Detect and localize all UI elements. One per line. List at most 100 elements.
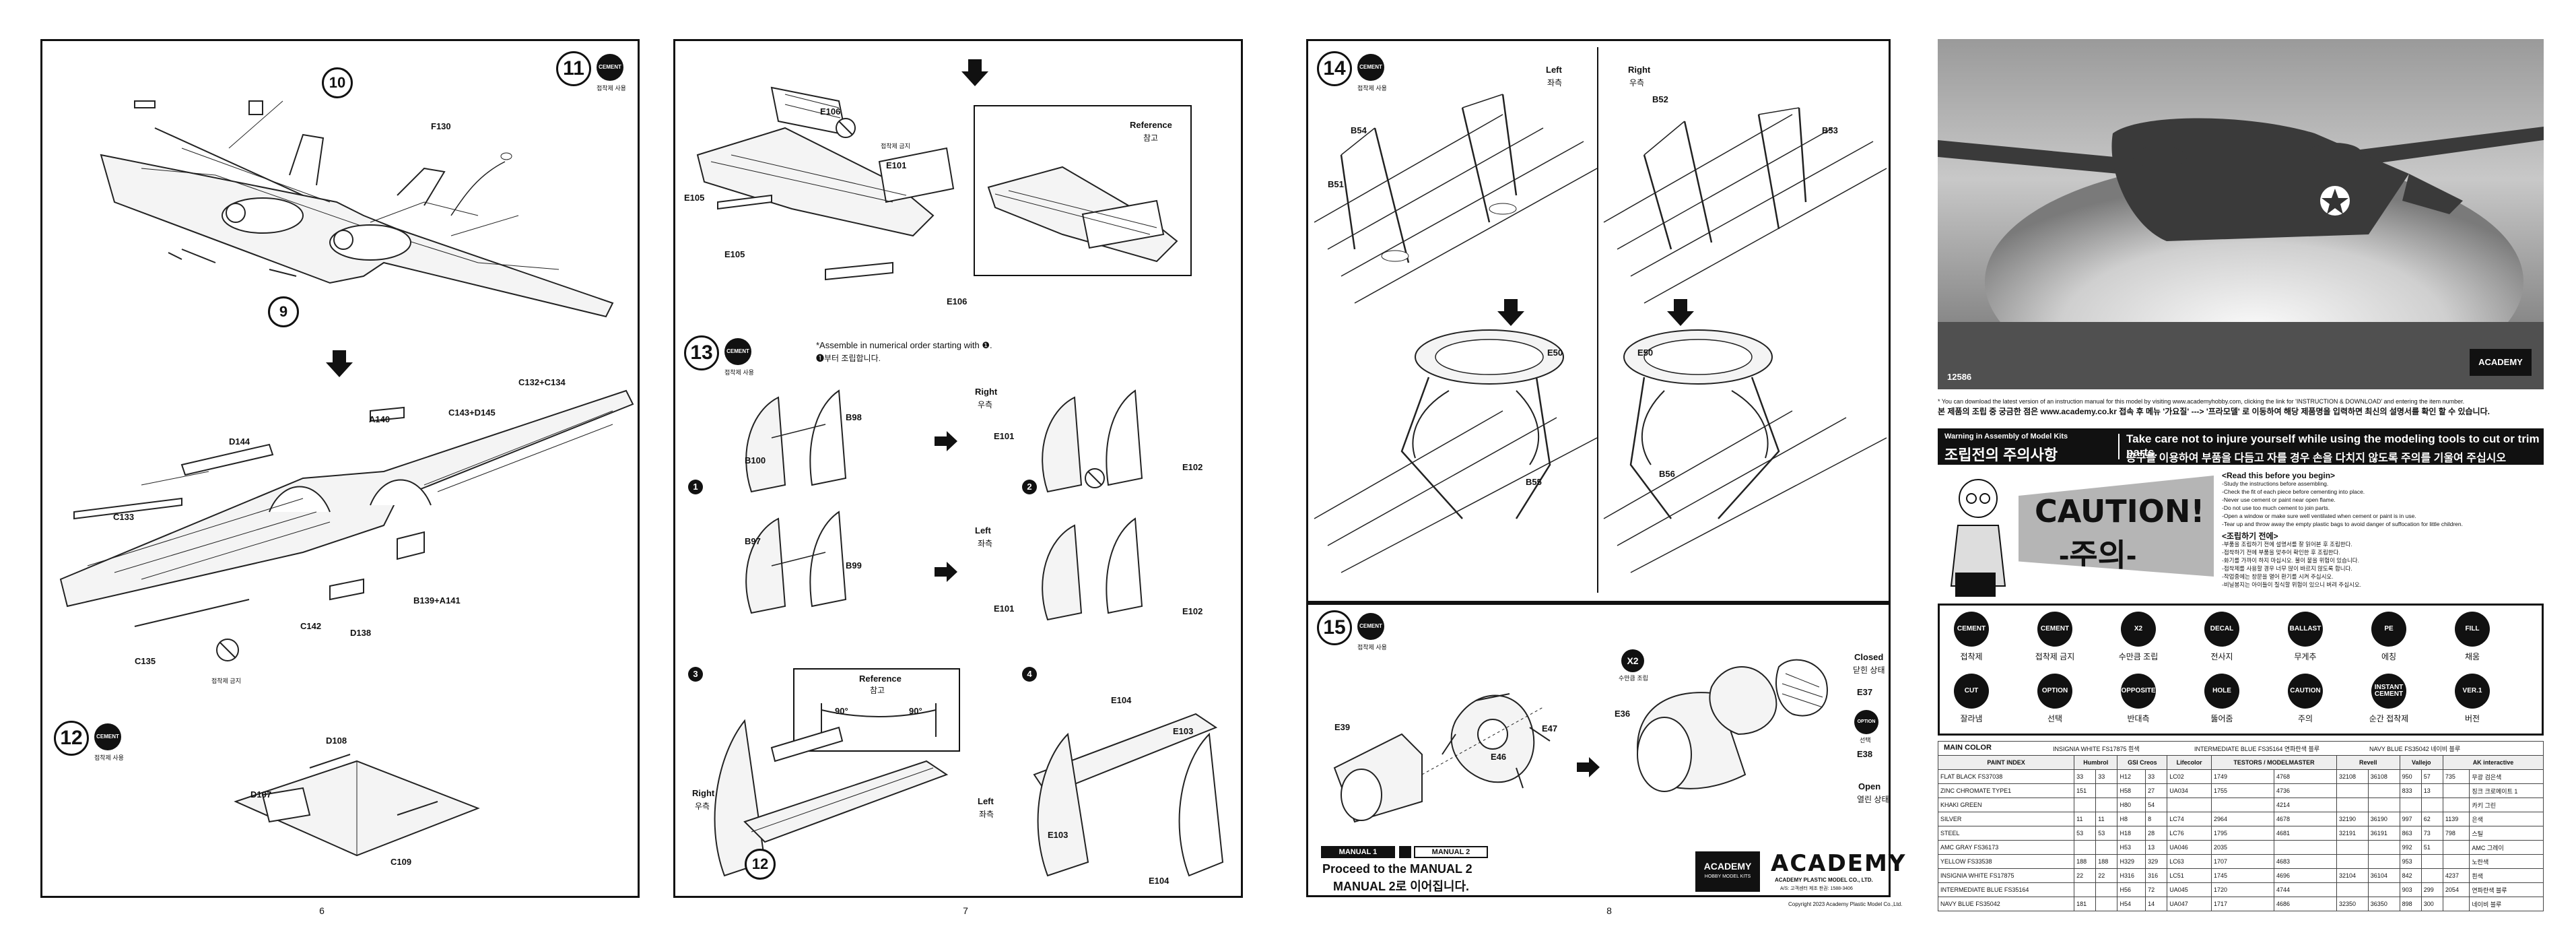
tail-plane-drawing <box>714 719 949 877</box>
cement-label: 접착제 사용 <box>724 369 754 376</box>
paint-code-cell <box>2420 798 2443 812</box>
paint-code-cell: 1720 <box>2211 882 2275 897</box>
cement-label: 접착제 사용 <box>1357 85 1387 92</box>
paint-code-cell: 316 <box>2145 868 2168 883</box>
paint-code-cell: 33 <box>2095 769 2118 784</box>
x2-icon: X2 <box>1621 649 1644 672</box>
paint-code-cell: 4768 <box>2274 769 2338 784</box>
left-label-ko: 좌측 <box>1547 78 1563 88</box>
step-14-number: 14 <box>1317 51 1352 86</box>
company-address: A/S: 고객센터 제조 판권: 1588-3406 <box>1780 886 1853 891</box>
paint-code-cell: H80 <box>2117 798 2146 812</box>
read-line: -Tear up and throw away the empty plasti… <box>2222 521 2463 527</box>
paint-name-cell: INTERMEDIATE BLUE FS35164 <box>1937 882 2075 897</box>
engine-exploded-drawing <box>1333 693 1551 823</box>
paint-code-cell: 33 <box>2074 769 2097 784</box>
paint-code-cell: 1745 <box>2211 868 2275 883</box>
paint-code-cell <box>2420 868 2443 883</box>
wing-assembly-drawing <box>59 389 634 661</box>
part-label: E103 <box>1173 726 1194 736</box>
header-cell: GSI Creos <box>2117 755 2168 770</box>
paint-code-cell: 1795 <box>2211 826 2275 841</box>
paint-chart: MAIN COLOR INSIGNIA WHITE FS17875 흰색 INT… <box>1937 741 2544 911</box>
part-label: E101 <box>994 431 1015 441</box>
option-icon: OPTION <box>1854 710 1878 734</box>
paint-code-cell: 842 <box>2399 868 2422 883</box>
step-11-aircraft-drawing <box>100 100 614 318</box>
paint-code-cell <box>2336 783 2369 798</box>
paint-code-cell: 32191 <box>2336 826 2369 841</box>
warning-title: Warning in Assembly of Model Kits <box>1944 432 2068 441</box>
cement-icon: CEMENT <box>94 723 121 750</box>
paint-code-cell: 62 <box>2420 812 2443 826</box>
paint-code-cell: 181 <box>2074 897 2097 911</box>
paint-code-cell: 2964 <box>2211 812 2275 826</box>
legend-label: 반대측 <box>2127 714 2150 723</box>
legend-label: 무게추 <box>2294 652 2317 661</box>
right-label-ko: 우측 <box>978 400 993 410</box>
part-label: B97 <box>745 536 761 546</box>
paint-code-cell: 27 <box>2145 783 2168 798</box>
read-line: -Check the fit of each piece before ceme… <box>2222 488 2365 495</box>
legend-symbol-icon: OPPOSITE <box>2121 674 2156 709</box>
paint-name-cell: AMC GRAY FS36173 <box>1937 840 2075 855</box>
part-label: E105 <box>684 193 705 203</box>
paint-code-cell: 903 <box>2399 882 2422 897</box>
paint-code-cell: 4736 <box>2274 783 2338 798</box>
paint-code-cell: 2035 <box>2211 840 2275 855</box>
part-label: E103 <box>1048 830 1069 840</box>
paint-code-cell: 329 <box>2145 854 2168 869</box>
part-label: E105 <box>724 249 745 259</box>
part-label: B100 <box>745 455 766 465</box>
paint-code-cell: H58 <box>2117 783 2146 798</box>
left-label: Left <box>975 525 991 535</box>
paint-code-cell <box>2442 798 2470 812</box>
read-before-section: <Read this before you begin> -Study the … <box>2222 472 2538 589</box>
paint-code-cell: 36108 <box>2367 769 2400 784</box>
step-11-number: 11 <box>556 51 591 86</box>
paint-code-cell: 연파란색 블루 <box>2469 882 2544 897</box>
paint-code-cell: LC51 <box>2167 868 2212 883</box>
paint-code-cell: 188 <box>2074 854 2097 869</box>
closed-label: Closed <box>1854 652 1884 662</box>
part-label: E39 <box>1334 722 1351 732</box>
paint-code-cell: AMC 그레이 <box>2469 840 2544 855</box>
proceed-note: Proceed to the MANUAL 2 <box>1322 862 1472 876</box>
ko-read-line: -비닐봉지는 아이들이 질식할 위험이 있으니 버려 주십시오. <box>2222 581 2362 588</box>
paint-code-cell: 32104 <box>2336 868 2369 883</box>
paint-code-cell: 32190 <box>2336 812 2369 826</box>
paint-code-cell <box>2399 798 2422 812</box>
part-label: C142 <box>300 621 322 631</box>
step-13-number: 13 <box>684 335 719 370</box>
part-label: C135 <box>135 656 156 666</box>
rudder-right-drawing <box>745 389 847 493</box>
left-label: Left <box>1546 65 1562 75</box>
part-label: B54 <box>1351 125 1367 135</box>
right-label: Right <box>975 387 998 397</box>
reference-drawing <box>987 166 1178 263</box>
part-label: E50 <box>1547 348 1563 358</box>
paint-code-cell: UA046 <box>2167 840 2212 855</box>
download-note-ko: 본 제품의 조립 중 궁금한 점은 www.academy.co.kr 접속 후… <box>1938 407 2490 416</box>
callout-12: 12 <box>745 849 776 880</box>
box-art-image: 12586 ACADEMY <box>1938 39 2544 389</box>
swatch-label: INTERMEDIATE BLUE FS35164 연파란색 블루 <box>2194 746 2320 752</box>
paint-code-cell: 997 <box>2399 812 2422 826</box>
x2-label: 수만큼 조립 <box>1619 675 1648 682</box>
main-color-label: MAIN COLOR <box>1944 744 1992 752</box>
right-label-ko: 우측 <box>695 802 710 811</box>
legend-symbol-icon: X2 <box>2121 612 2156 647</box>
cement-label: 접착제 사용 <box>94 754 124 761</box>
paint-code-cell <box>2074 798 2097 812</box>
read-line: -Open a window or make sure well ventila… <box>2222 513 2416 519</box>
paint-code-cell: 1139 <box>2442 812 2470 826</box>
warning-title-ko: 조립전의 주의사항 <box>1944 447 2058 463</box>
paint-code-cell: 4696 <box>2274 868 2338 883</box>
tail-assembled-drawing <box>1033 713 1224 877</box>
rudder-left-assembled-drawing <box>1042 517 1143 621</box>
